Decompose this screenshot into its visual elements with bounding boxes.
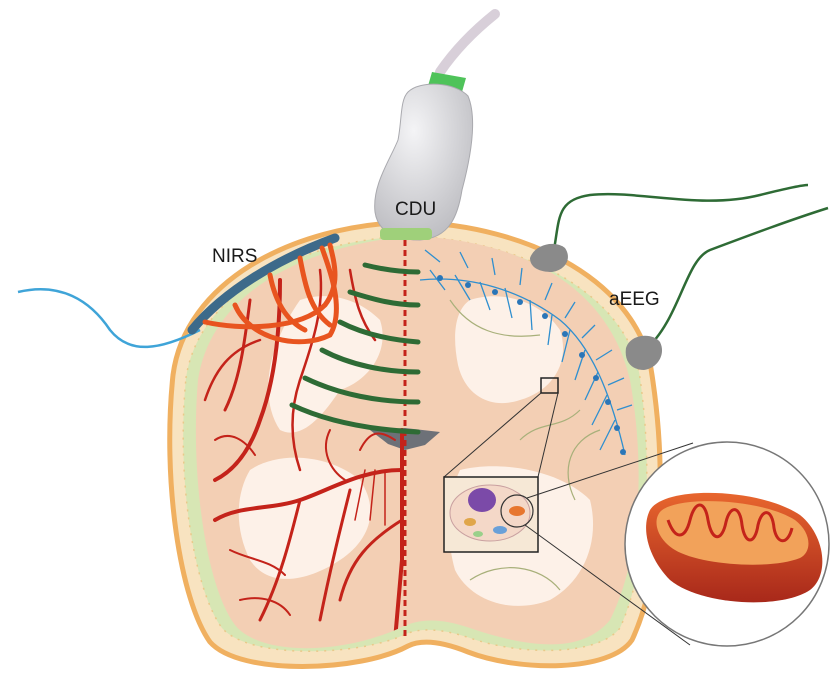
aeeg-electrode-2 — [626, 336, 662, 370]
probe-gel — [380, 228, 432, 240]
cdu-label: CDU — [395, 200, 436, 219]
aeeg-wire-1 — [553, 185, 808, 255]
aeeg-wire-2 — [645, 208, 828, 350]
aeeg-label: aEEG — [609, 290, 660, 309]
mitochondrion-zoom — [625, 442, 829, 646]
nirs-cable — [18, 289, 200, 347]
nirs-label: NIRS — [212, 247, 257, 266]
brain — [196, 236, 639, 648]
cell-nucleus — [468, 488, 496, 512]
probe-cable — [440, 14, 495, 72]
